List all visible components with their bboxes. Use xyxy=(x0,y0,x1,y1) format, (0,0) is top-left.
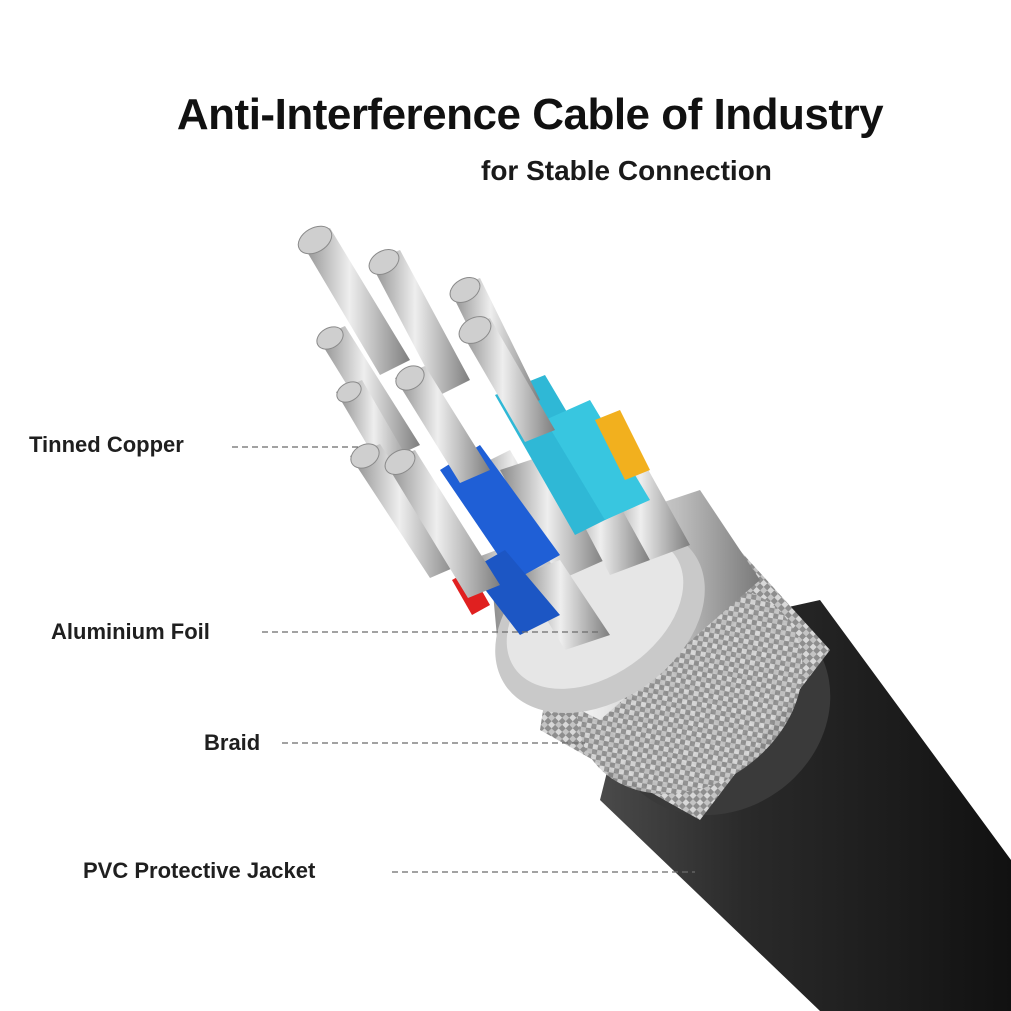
callout-leaders xyxy=(232,446,695,873)
tinned-copper-strands xyxy=(297,225,555,598)
label-aluminium-foil: Aluminium Foil xyxy=(51,619,210,644)
label-braid: Braid xyxy=(204,730,261,755)
headline-title: Anti-Interference Cable of Industry xyxy=(176,90,884,139)
insulated-cores xyxy=(440,375,690,650)
headline-subtitle: for Stable Connection xyxy=(481,155,772,186)
label-pvc-protective-jacket: PVC Protective Jacket xyxy=(83,858,316,883)
label-tinned-copper: Tinned Copper xyxy=(29,432,184,457)
